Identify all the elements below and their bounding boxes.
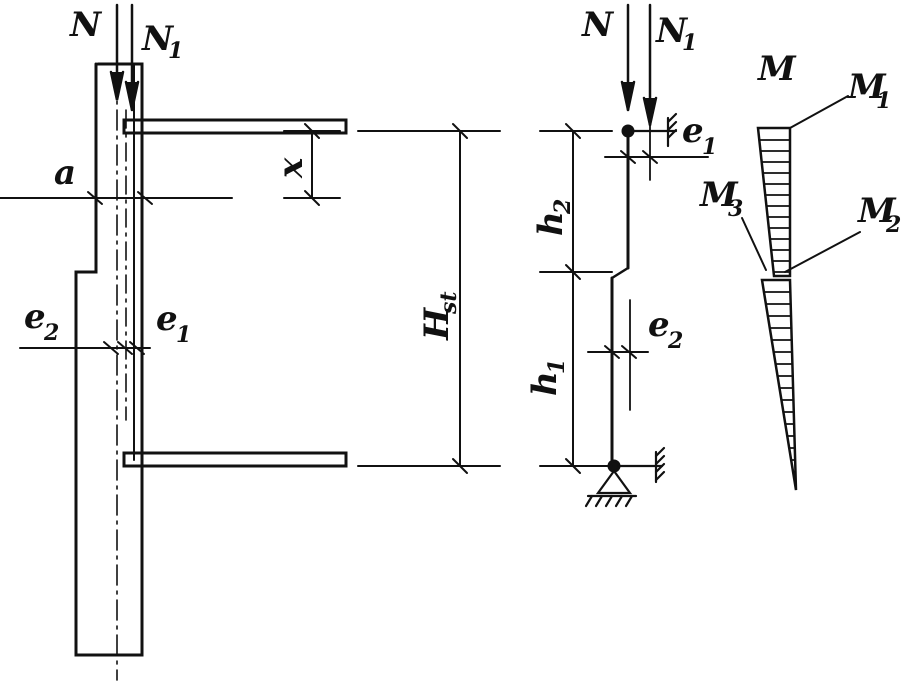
label-e2-left-sub: 2 <box>43 320 59 346</box>
label-e1-right: e <box>682 111 704 151</box>
moment-leaders <box>741 95 861 273</box>
moment-diagram <box>756 126 798 491</box>
label-M2-sub: 2 <box>885 212 901 238</box>
lateral-support-top-icon <box>632 112 678 148</box>
dimension-x <box>283 123 341 206</box>
dimension-h <box>539 123 613 474</box>
fixed-support-icon <box>584 469 638 508</box>
label-h1: h 1 <box>525 359 570 396</box>
label-N1-left-sub: 1 <box>168 38 183 64</box>
dimension-e-left <box>19 341 151 355</box>
top-node <box>621 124 635 138</box>
dimension-e2-right <box>587 299 649 411</box>
label-h2-main: h <box>531 211 571 236</box>
lower-slab <box>122 451 348 468</box>
dimension-a <box>0 191 233 205</box>
label-M1: M <box>847 67 887 107</box>
load-arrows-right <box>620 3 658 181</box>
label-h2-sub: 2 <box>550 199 576 215</box>
column-elevation <box>74 39 144 681</box>
label-M2: M <box>857 191 897 231</box>
label-N1-right-sub: 1 <box>682 30 697 56</box>
label-N-left: N <box>69 5 103 45</box>
label-Hst: H st <box>417 291 462 341</box>
label-h1-main: h <box>525 371 565 396</box>
label-a: a <box>54 153 76 193</box>
load-arrows-left <box>109 3 140 112</box>
label-N1-left: N <box>141 19 175 59</box>
upper-slab <box>122 118 348 135</box>
structural-scheme <box>607 124 635 473</box>
moment-lower-region <box>760 278 798 491</box>
column-outline <box>74 62 144 657</box>
lateral-support-bottom-icon <box>616 446 666 484</box>
label-e2-right-sub: 2 <box>667 328 683 354</box>
label-h2: h 2 <box>531 199 576 236</box>
dimension-Hst <box>357 123 501 474</box>
label-M1-sub: 1 <box>876 88 891 114</box>
label-N1-right: N <box>655 11 689 51</box>
label-Hst-main: H <box>417 306 457 341</box>
label-e1-left: e <box>156 299 178 339</box>
N-arrowhead <box>109 70 125 101</box>
label-e2-left: e <box>24 297 46 337</box>
moment-upper-region <box>756 126 792 278</box>
dimension-e1-right <box>604 150 709 164</box>
slabs <box>122 118 348 468</box>
label-e1-right-sub: 1 <box>702 134 717 160</box>
label-h1-sub: 1 <box>544 359 570 374</box>
label-M3-sub: 3 <box>728 196 743 222</box>
N1-arrowhead <box>124 80 140 111</box>
label-M3: M <box>699 175 739 215</box>
label-N-right: N <box>581 5 615 45</box>
label-e1-left-sub: 1 <box>176 322 191 348</box>
label-e2-right: e <box>648 305 670 345</box>
label-Hst-sub: st <box>436 291 462 315</box>
label-x: x <box>271 157 311 179</box>
label-M: M <box>757 49 797 89</box>
